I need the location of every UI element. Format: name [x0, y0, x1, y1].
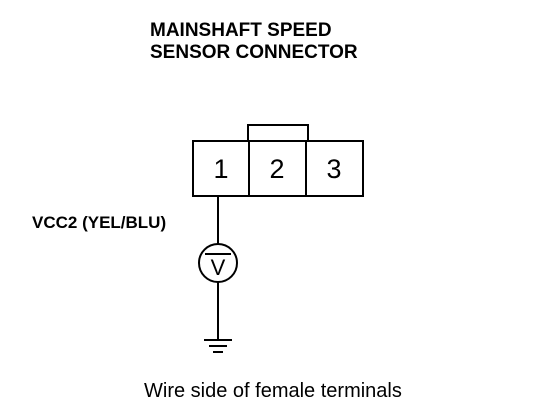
connector-housing: [192, 140, 364, 197]
connector: 1 2 3: [192, 124, 364, 197]
voltmeter-icon: V: [198, 243, 238, 283]
wire-label: VCC2 (YEL/BLU): [32, 213, 166, 232]
voltmeter-symbol: V: [211, 255, 226, 280]
ground-icon: [204, 339, 232, 353]
pin-3-label: 3: [326, 154, 341, 184]
title-line-1: MAINSHAFT SPEED: [150, 20, 332, 41]
title-line-2: SENSOR CONNECTOR: [150, 42, 358, 63]
pin-1-label: 1: [213, 154, 228, 184]
connector-lock-tab: [247, 124, 309, 142]
caption: Wire side of female terminals: [144, 380, 402, 402]
pin-2-label: 2: [269, 154, 284, 184]
